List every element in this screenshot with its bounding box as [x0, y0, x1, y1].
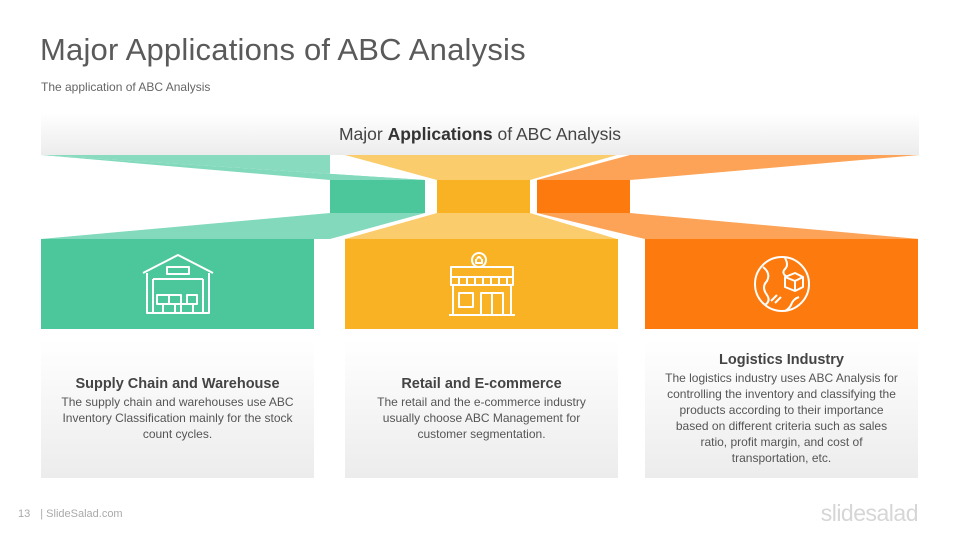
card-logistics: Logistics Industry The logistics industr… — [645, 340, 918, 478]
yellow-funnel-neck — [437, 180, 530, 213]
card-title: Supply Chain and Warehouse — [75, 376, 280, 392]
retail-store-icon — [448, 252, 515, 316]
banner-suffix: of ABC Analysis — [492, 124, 622, 144]
banner-prefix: Major — [338, 124, 388, 144]
orange-funnel-neck — [537, 180, 630, 213]
card-top-retail — [345, 239, 618, 329]
card-description: The logistics industry uses ABC Analysis… — [665, 371, 898, 465]
slide-subtitle: The application of ABC Analysis — [41, 80, 211, 94]
green-funnel-neck — [330, 180, 425, 213]
warehouse-icon — [142, 254, 213, 314]
card-title: Logistics Industry — [719, 352, 844, 368]
footer: 13 | SlideSalad.com — [18, 508, 127, 520]
card-retail: Retail and E-commerce The retail and the… — [345, 340, 618, 478]
card-top-supply-chain — [41, 239, 314, 329]
banner-text: Major Applications of ABC Analysis — [339, 124, 621, 144]
card-description: The supply chain and warehouses use ABC … — [61, 395, 294, 441]
brand-logo: slidesalad — [820, 500, 919, 526]
banner-bold: Applications — [387, 124, 493, 144]
card-title: Retail and E-commerce — [401, 376, 562, 392]
page-number: 13 — [18, 508, 31, 520]
banner: Major Applications of ABC Analysis — [41, 113, 919, 155]
footer-site: | SlideSalad.com — [40, 508, 123, 520]
green-funnel-top — [41, 155, 425, 180]
orange-funnel-bottom — [537, 213, 919, 239]
card-top-logistics — [645, 239, 918, 329]
orange-funnel-top — [537, 155, 919, 180]
green-funnel-top-wide — [41, 155, 425, 180]
yellow-funnel-top — [345, 155, 617, 180]
green-funnel-bottom — [41, 213, 425, 239]
slide-title: Major Applications of ABC Analysis — [40, 32, 526, 67]
card-supply-chain: Supply Chain and Warehouse The supply ch… — [41, 340, 314, 478]
yellow-funnel-bottom — [345, 213, 617, 239]
card-description: The retail and the e-commerce industry u… — [377, 395, 586, 441]
global-logistics-icon — [753, 256, 810, 312]
